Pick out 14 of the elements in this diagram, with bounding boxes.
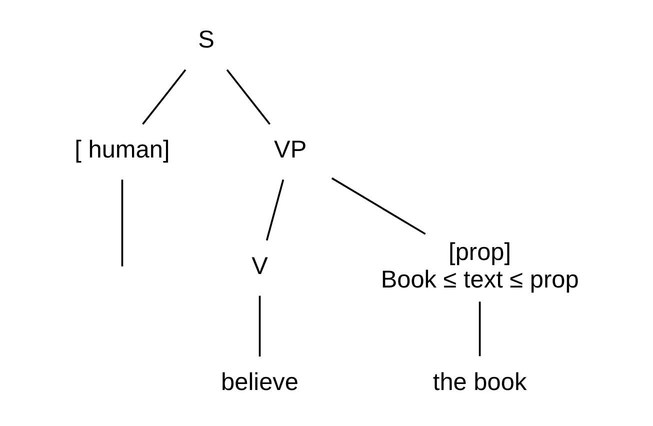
node-text: the book [432, 368, 526, 396]
connector [226, 69, 270, 125]
node-text: believe [220, 368, 298, 396]
node-text: [prop] Book ≤ text ≤ prop [380, 239, 578, 294]
node-text: VP [274, 136, 306, 164]
node-text: S [198, 26, 214, 54]
node-text: [ human] [74, 136, 170, 164]
connector [142, 69, 186, 125]
connector [478, 302, 480, 356]
connector [258, 296, 260, 357]
connector [330, 177, 426, 235]
connector [120, 180, 123, 266]
connector [265, 179, 284, 241]
node-text: V [251, 252, 268, 280]
